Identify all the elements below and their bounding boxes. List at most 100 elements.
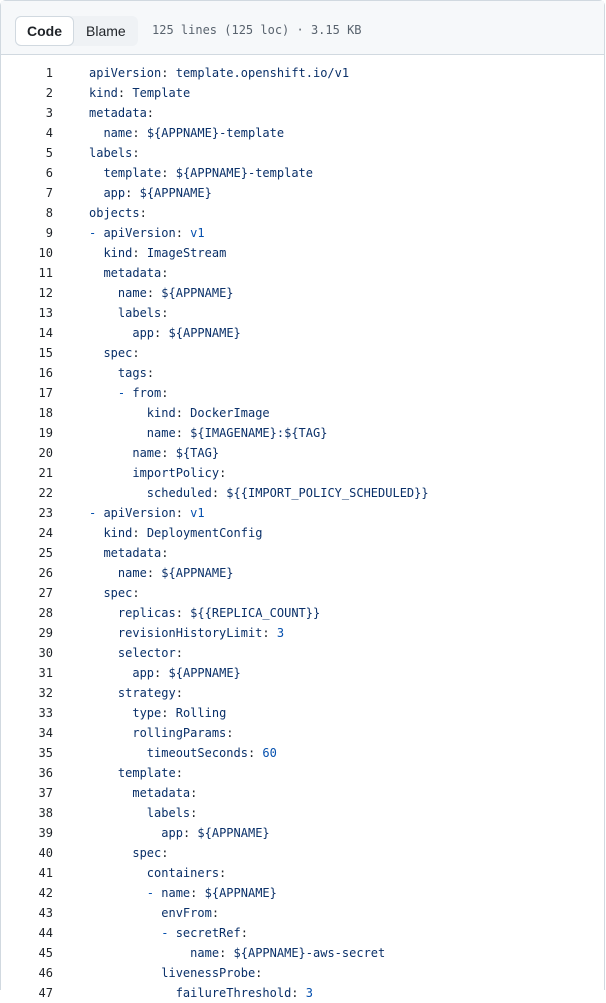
code-line: 5 labels: — [1, 143, 604, 163]
yaml-value: Template — [132, 86, 191, 100]
code-line: 18 kind: DockerImage — [1, 403, 604, 423]
line-number[interactable]: 42 — [38, 886, 53, 900]
line-number[interactable]: 5 — [45, 146, 53, 160]
code-line: 46 livenessProbe: — [1, 963, 604, 983]
line-number[interactable]: 15 — [38, 346, 53, 360]
line-number[interactable]: 2 — [45, 86, 53, 100]
yaml-key: apiVersion — [89, 66, 162, 80]
yaml-key: revisionHistoryLimit — [117, 626, 263, 640]
line-number[interactable]: 23 — [38, 506, 53, 520]
yaml-key: kind — [103, 526, 133, 540]
line-number[interactable]: 34 — [38, 726, 53, 740]
line-number[interactable]: 17 — [38, 386, 53, 400]
code-text: app: ${APPNAME} — [103, 186, 212, 200]
line-number[interactable]: 4 — [45, 126, 53, 140]
line-number[interactable]: 30 — [38, 646, 53, 660]
line-number[interactable]: 31 — [38, 666, 53, 680]
code-text: metadata: — [89, 106, 155, 120]
yaml-key: metadata — [132, 786, 191, 800]
yaml-key: strategy — [117, 686, 176, 700]
line-number[interactable]: 37 — [38, 786, 53, 800]
line-number[interactable]: 21 — [38, 466, 53, 480]
line-number[interactable]: 9 — [45, 226, 53, 240]
code-line: 30 selector: — [1, 643, 604, 663]
yaml-key: kind — [103, 246, 133, 260]
line-number[interactable]: 41 — [38, 866, 53, 880]
code-line: 31 app: ${APPNAME} — [1, 663, 604, 683]
code-text: revisionHistoryLimit: 3 — [117, 626, 285, 640]
code-text: replicas: ${{REPLICA_COUNT}} — [117, 606, 321, 620]
code-line: 45 name: ${APPNAME}-aws-secret — [1, 943, 604, 963]
code-text: importPolicy: — [132, 466, 227, 480]
blame-tab-button[interactable]: Blame — [86, 23, 126, 39]
code-line: 28 replicas: ${{REPLICA_COUNT}} — [1, 603, 604, 623]
line-number[interactable]: 16 — [38, 366, 53, 380]
line-number[interactable]: 1 — [45, 66, 53, 80]
line-number[interactable]: 33 — [38, 706, 53, 720]
yaml-key: livenessProbe — [161, 966, 256, 980]
yaml-key: type — [132, 706, 162, 720]
line-number[interactable]: 11 — [38, 266, 53, 280]
view-mode-switch: Code Blame — [15, 16, 138, 46]
line-number[interactable]: 35 — [38, 746, 53, 760]
line-number[interactable]: 22 — [38, 486, 53, 500]
line-number[interactable]: 12 — [38, 286, 53, 300]
code-tab-button[interactable]: Code — [15, 16, 74, 46]
code-line: 39 app: ${APPNAME} — [1, 823, 604, 843]
code-text: - secretRef: — [161, 926, 248, 940]
line-number[interactable]: 39 — [38, 826, 53, 840]
code-text: name: ${APPNAME}-aws-secret — [190, 946, 386, 960]
line-number[interactable]: 18 — [38, 406, 53, 420]
code-text: labels: — [89, 146, 140, 160]
list-dash: - — [89, 506, 104, 520]
code-text: kind: ImageStream — [103, 246, 227, 260]
line-number[interactable]: 26 — [38, 566, 53, 580]
yaml-key: apiVersion — [103, 226, 176, 240]
line-number[interactable]: 47 — [38, 986, 53, 1000]
line-number[interactable]: 10 — [38, 246, 53, 260]
line-number[interactable]: 20 — [38, 446, 53, 460]
yaml-value: ${APPNAME} — [168, 666, 241, 680]
yaml-key: timeoutSeconds — [146, 746, 248, 760]
line-number[interactable]: 36 — [38, 766, 53, 780]
yaml-value: template.openshift.io/v1 — [175, 66, 350, 80]
yaml-key: name — [117, 286, 147, 300]
line-number[interactable]: 25 — [38, 546, 53, 560]
line-number[interactable]: 32 — [38, 686, 53, 700]
line-number[interactable]: 27 — [38, 586, 53, 600]
line-number[interactable]: 3 — [45, 106, 53, 120]
line-number[interactable]: 19 — [38, 426, 53, 440]
line-number[interactable]: 40 — [38, 846, 53, 860]
yaml-key: envFrom — [161, 906, 212, 920]
line-number[interactable]: 24 — [38, 526, 53, 540]
line-number[interactable]: 38 — [38, 806, 53, 820]
code-line: 29 revisionHistoryLimit: 3 — [1, 623, 604, 643]
yaml-value: ${APPNAME} — [161, 566, 234, 580]
line-number[interactable]: 14 — [38, 326, 53, 340]
yaml-value: v1 — [190, 226, 205, 240]
yaml-value: 60 — [262, 746, 277, 760]
code-text: name: ${TAG} — [132, 446, 220, 460]
code-line: 12 name: ${APPNAME} — [1, 283, 604, 303]
line-number[interactable]: 29 — [38, 626, 53, 640]
yaml-value: ${APPNAME}-template — [146, 126, 285, 140]
line-number[interactable]: 13 — [38, 306, 53, 320]
yaml-key: containers — [146, 866, 220, 880]
line-number[interactable]: 45 — [38, 946, 53, 960]
line-number[interactable]: 44 — [38, 926, 53, 940]
yaml-value: ${APPNAME} — [204, 886, 277, 900]
yaml-key: selector — [117, 646, 176, 660]
code-line: 35 timeoutSeconds: 60 — [1, 743, 604, 763]
line-number[interactable]: 8 — [45, 206, 53, 220]
file-toolbar: Code Blame 125 lines (125 loc) · 3.15 KB — [1, 1, 604, 55]
line-number[interactable]: 43 — [38, 906, 53, 920]
yaml-value: ${{REPLICA_COUNT}} — [190, 606, 321, 620]
line-number[interactable]: 6 — [45, 166, 53, 180]
line-number[interactable]: 28 — [38, 606, 53, 620]
line-number[interactable]: 46 — [38, 966, 53, 980]
code-line: 10 kind: ImageStream — [1, 243, 604, 263]
yaml-key: spec — [103, 346, 133, 360]
line-number[interactable]: 7 — [45, 186, 53, 200]
